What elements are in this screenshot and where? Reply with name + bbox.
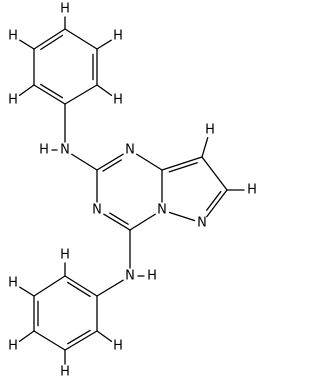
bond-c15-h15 (18, 330, 35, 343)
bond-c9-h9 (201, 137, 209, 158)
bond-c10-n3 (206, 189, 228, 218)
bond-c4-c5 (33, 84, 66, 105)
atom-label-h2: H (113, 29, 123, 44)
atom-label-h3: H (113, 93, 123, 108)
bond-c7-n2-inner (102, 159, 122, 172)
bond-c3-h3 (96, 84, 113, 96)
atom-label-n3: N (197, 216, 207, 231)
atom-label-h1: H (60, 2, 70, 17)
bond-c11-n5-inner (109, 212, 129, 225)
atom-label-hn6: H (147, 269, 157, 284)
bond-n2-c8 (136, 153, 163, 171)
bond-c11-n5 (103, 213, 131, 231)
atom-label-n5: N (92, 203, 102, 218)
bond-c2-h2 (96, 39, 112, 50)
bond-n6-c12 (96, 279, 124, 297)
bonds-layer (18, 16, 245, 365)
atom-label-h4: H (8, 93, 18, 108)
bond-c5-h4 (18, 84, 35, 96)
bond-c4-c5-inner (40, 83, 64, 99)
atom-label-h5: H (8, 29, 18, 44)
bond-c6-h5 (19, 39, 35, 50)
bond-c8-c9-inner (168, 162, 198, 173)
bond-n1-c7 (71, 153, 98, 171)
bond-c1-c2 (64, 28, 98, 50)
atom-label-n6: N (125, 269, 135, 284)
bond-n4-c11 (129, 213, 156, 231)
bond-c7-n2 (96, 153, 124, 171)
bond-c6-c1 (33, 28, 66, 50)
bond-c6-c1-inner (40, 34, 64, 51)
atom-label-h16: H (60, 365, 70, 380)
atom-label-h14: H (8, 276, 18, 291)
bond-c12-c13 (64, 275, 98, 297)
bond-n3-n4 (168, 211, 196, 222)
atom-label-h13: H (60, 248, 70, 263)
bond-c9-c10 (201, 156, 228, 191)
bond-c16-c17 (64, 330, 98, 351)
bond-c16-c17-inner (67, 329, 91, 345)
bond-c17-h17 (96, 330, 113, 343)
atom-label-n4: N (157, 203, 167, 218)
atom-label-h17: H (113, 339, 123, 354)
atom-label-h15: H (8, 339, 18, 354)
atom-label-h9: H (205, 123, 215, 138)
bond-c12-c13-inner (67, 281, 91, 298)
bond-c15-c16 (33, 330, 66, 351)
atom-label-hn1: H (39, 143, 49, 158)
bond-c10-n3-inner (206, 190, 222, 211)
bond-c13-c14 (33, 275, 66, 297)
atom-label-h10: H (247, 183, 257, 198)
atom-label-n1: N (60, 143, 70, 158)
bond-c3-c4 (64, 84, 98, 105)
bond-c14-h14 (19, 286, 35, 297)
bond-c8-c9 (161, 156, 203, 171)
atom-label-n2: N (125, 143, 135, 158)
